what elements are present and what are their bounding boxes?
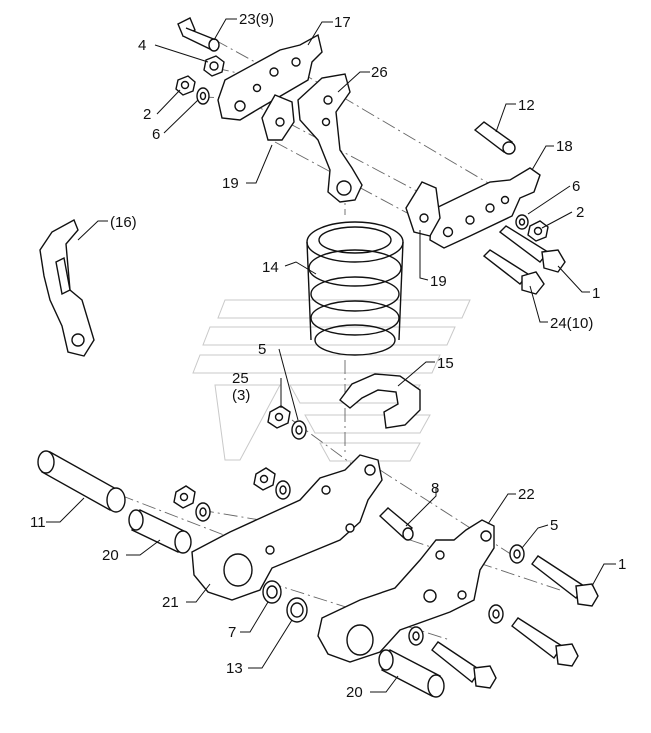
callout-18: 18 xyxy=(556,138,573,155)
callout-5-upper: 5 xyxy=(258,341,266,358)
leader-lines xyxy=(46,18,616,693)
pin-8 xyxy=(378,507,414,541)
callout-14: 14 xyxy=(262,259,279,276)
callout-26: 26 xyxy=(371,64,388,81)
plate-22 xyxy=(317,519,495,663)
bracket-17 xyxy=(217,33,323,121)
washer-5-upper xyxy=(291,420,307,440)
callout-13: 13 xyxy=(226,660,243,677)
callout-1-upper: 1 xyxy=(592,285,600,302)
callout-19-top: 19 xyxy=(222,175,239,192)
washer-6-top xyxy=(196,87,210,105)
bracket-18 xyxy=(429,167,541,249)
bolt-1-upper xyxy=(498,225,566,273)
washer-lower-b xyxy=(408,626,424,646)
washer-13 xyxy=(286,597,308,623)
bolt-1-lower xyxy=(531,555,599,607)
arm-21 xyxy=(191,454,383,601)
nut-left-a xyxy=(253,467,276,491)
callout-19-right: 19 xyxy=(430,273,447,290)
washer-6-right xyxy=(515,214,529,230)
bolt-23 xyxy=(177,17,220,52)
nut-4 xyxy=(203,55,225,77)
bushing-20-upper xyxy=(128,509,192,554)
bolt-24 xyxy=(482,249,545,295)
lever-16 xyxy=(39,219,95,357)
callout-3: (3) xyxy=(232,387,250,404)
callout-12: 12 xyxy=(518,97,535,114)
callout-2-top: 2 xyxy=(143,106,151,123)
clip-19-top xyxy=(261,94,295,141)
callout-24: 24(10) xyxy=(550,315,593,332)
callout-22: 22 xyxy=(518,486,535,503)
tube-11 xyxy=(37,450,126,513)
nut-2-top xyxy=(175,75,196,96)
callout-5-lower: 5 xyxy=(550,517,558,534)
callout-21: 21 xyxy=(162,594,179,611)
callout-labels: 23(9) 17 4 26 2 6 12 18 19 6 2 (16) 14 1… xyxy=(30,11,626,701)
callout-17: 17 xyxy=(334,14,351,31)
callout-7: 7 xyxy=(228,624,236,641)
nut-25 xyxy=(267,405,291,429)
callout-1-lower: 1 xyxy=(618,556,626,573)
arm-26 xyxy=(297,73,363,203)
washer-lower-a xyxy=(488,604,504,624)
washer-left-a xyxy=(275,480,291,500)
spring-14 xyxy=(306,221,404,356)
washer-left-b xyxy=(195,502,211,522)
washer-5-lower xyxy=(509,544,525,564)
bushing-20-lower xyxy=(378,649,445,698)
callout-4: 4 xyxy=(138,37,146,54)
pin-12 xyxy=(473,121,516,155)
callout-23: 23(9) xyxy=(239,11,274,28)
clip-19-right xyxy=(405,181,441,237)
callout-8: 8 xyxy=(431,480,439,497)
washer-7 xyxy=(262,580,282,604)
callout-25: 25 xyxy=(232,370,249,387)
callout-16: (16) xyxy=(110,214,137,231)
callout-20-upper: 20 xyxy=(102,547,119,564)
nut-2-right xyxy=(527,220,549,242)
bolt-lower-b xyxy=(431,641,497,689)
bolt-lower-a xyxy=(511,617,579,667)
callout-6-right: 6 xyxy=(572,178,580,195)
spring-seat-15 xyxy=(339,373,421,429)
callout-2-right: 2 xyxy=(576,204,584,221)
callout-20-lower: 20 xyxy=(346,684,363,701)
callout-15: 15 xyxy=(437,355,454,372)
callout-11: 11 xyxy=(30,514,46,531)
nut-left-b xyxy=(173,485,196,509)
callout-6-top: 6 xyxy=(152,126,160,143)
